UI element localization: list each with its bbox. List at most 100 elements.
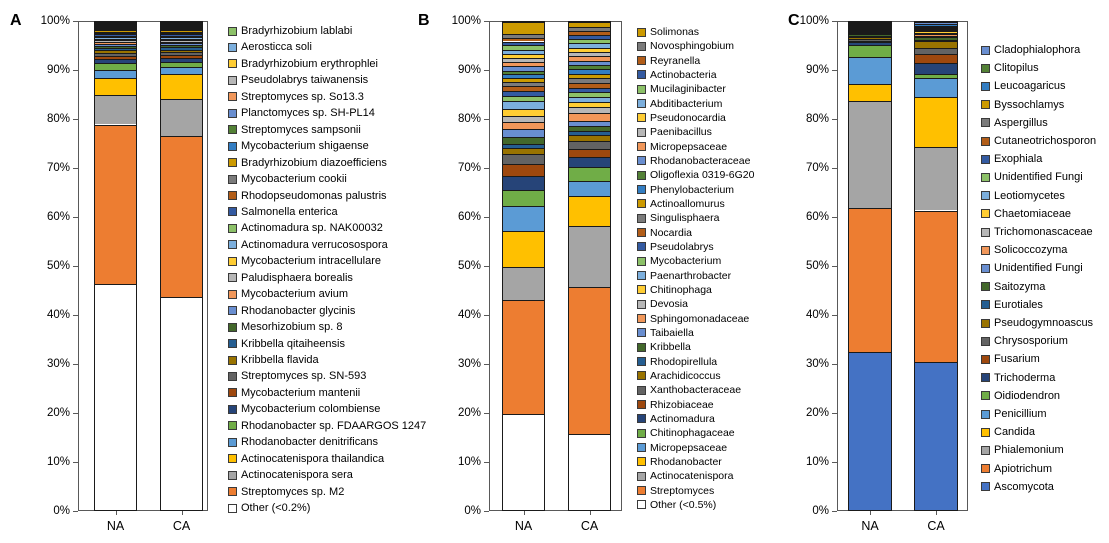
bar-segment — [849, 38, 891, 41]
legend-swatch — [637, 213, 646, 223]
y-tick-label: 80% — [805, 113, 829, 125]
legend-swatch — [981, 154, 990, 164]
y-axis-tick — [832, 118, 837, 120]
legend-item-label: Trichomonascaceae — [994, 226, 1093, 238]
y-tick-label: 50% — [457, 260, 481, 272]
legend-swatch — [228, 306, 237, 316]
y-axis-tick — [73, 363, 78, 365]
legend-item-label: Rhodanobacteraceae — [650, 154, 751, 167]
legend-swatch — [637, 113, 646, 123]
legend-item-label: Mycobacterium shigaense — [241, 140, 369, 153]
legend-item-label: Cladophialophora — [994, 44, 1081, 56]
legend-swatch — [637, 199, 646, 209]
y-axis-tick — [73, 167, 78, 169]
legend-item-label: Actinocatenispora thailandica — [241, 452, 385, 465]
y-axis-tick — [484, 265, 489, 267]
legend-item-label: Actinocatenispora — [650, 470, 734, 483]
bar-segment — [161, 31, 202, 33]
legend-item-label: Pseudolabrys taiwanensis — [241, 74, 369, 87]
bar-segment — [95, 47, 136, 51]
y-tick-label: 60% — [805, 211, 829, 223]
x-axis-tick — [523, 511, 525, 515]
legend-swatch — [637, 357, 646, 367]
bar-segment — [569, 30, 610, 35]
bar-segment — [849, 40, 891, 43]
y-axis-tick — [73, 265, 78, 267]
bar-segment — [569, 87, 610, 93]
legend-item-label: Planctomyces sp. SH-PL14 — [241, 107, 375, 120]
legend-swatch — [637, 41, 646, 51]
bar-segment — [95, 124, 136, 284]
legend-swatch — [228, 191, 237, 200]
bar-segment — [95, 38, 136, 41]
y-tick-label: 60% — [457, 211, 481, 223]
legend-item-label: Mucilaginibacter — [650, 83, 726, 96]
bar-segment — [161, 40, 202, 42]
bar-segment — [915, 77, 957, 98]
legend-swatch — [228, 26, 237, 36]
legend-swatch — [228, 59, 237, 69]
legend-swatch — [637, 500, 646, 510]
legend-item-label: Mycobacterium colombiense — [241, 403, 381, 416]
legend-swatch — [981, 63, 990, 73]
legend-swatch — [228, 42, 237, 52]
bar-segment — [569, 47, 610, 53]
legend-item-label: Paenibacillus — [650, 126, 712, 139]
legend-item-label: Actinomadura sp. NAK00032 — [241, 222, 383, 235]
bar-segment — [503, 299, 544, 415]
bar-segment — [95, 77, 136, 96]
legend-swatch — [637, 99, 646, 109]
legend-swatch — [637, 457, 646, 467]
legend-swatch — [637, 400, 646, 410]
category-label: CA — [927, 519, 945, 533]
bar-segment — [95, 59, 136, 63]
legend-swatch — [981, 81, 990, 91]
x-axis-tick — [870, 511, 871, 515]
y-tick-label: 70% — [46, 162, 70, 174]
bar-segment — [503, 53, 544, 58]
bar-segment — [569, 78, 610, 83]
legend-item-label: Candida — [994, 426, 1035, 439]
legend-item-label: Chitinophagaceae — [650, 427, 735, 440]
y-tick-label: 10% — [457, 456, 481, 468]
bar-segment — [95, 22, 136, 24]
legend-item-label: Mycobacterium — [650, 255, 722, 268]
legend-swatch — [637, 84, 646, 94]
y-axis-tick — [832, 20, 837, 22]
y-tick-label: 80% — [46, 113, 70, 125]
bar-segment — [503, 116, 544, 122]
bar-segment — [161, 52, 202, 55]
y-axis-tick — [73, 20, 78, 22]
y-tick-label: 100% — [799, 15, 829, 27]
bar-segment — [503, 414, 544, 510]
bar-segment — [161, 54, 202, 59]
bar-segment — [915, 54, 957, 63]
y-tick-label: 30% — [805, 358, 829, 370]
bar-segment — [849, 24, 891, 26]
legend-item-label: Penicillium — [994, 408, 1047, 420]
bar-segment — [503, 147, 544, 155]
bar-segment — [915, 24, 957, 26]
bar-segment — [161, 47, 202, 50]
legend-swatch — [228, 92, 237, 102]
legend-item-label: Xanthobacteraceae — [650, 384, 742, 397]
y-tick-label: 40% — [805, 309, 829, 321]
bar-segment — [849, 207, 891, 352]
bar-segment — [161, 27, 202, 30]
category-label: NA — [861, 519, 879, 533]
legend-swatch — [981, 263, 990, 273]
bar-segment — [95, 27, 136, 30]
bar-segment — [569, 22, 610, 27]
bar-segment — [569, 52, 610, 57]
legend-swatch — [981, 318, 990, 328]
y-tick-label: 70% — [457, 162, 481, 174]
legend-swatch — [637, 443, 646, 453]
legend-swatch — [637, 242, 646, 252]
legend-swatch — [228, 355, 237, 365]
legend-swatch — [637, 70, 646, 80]
legend-swatch — [228, 487, 237, 497]
bar-segment — [569, 38, 610, 44]
y-tick-label: 20% — [46, 407, 70, 419]
legend-swatch — [981, 209, 990, 219]
